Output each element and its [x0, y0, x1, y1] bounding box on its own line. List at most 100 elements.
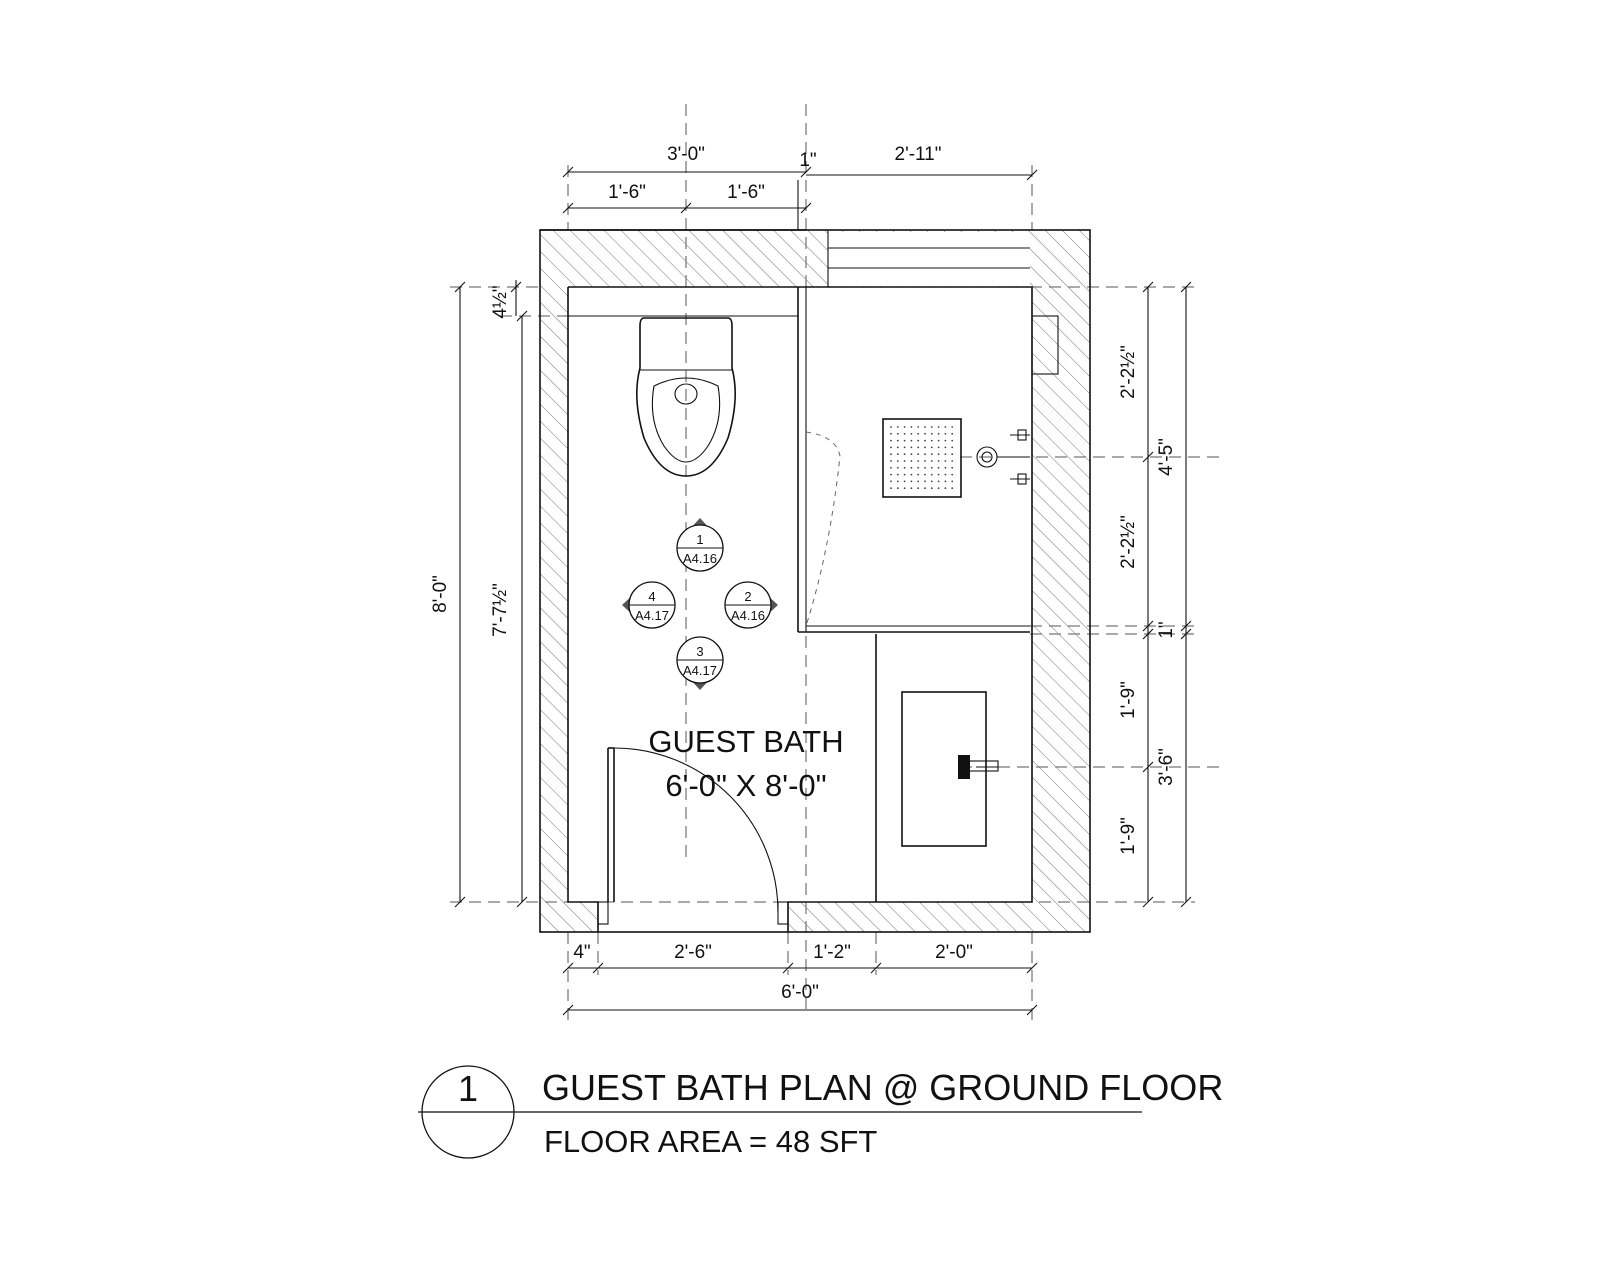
nozzle-dot	[930, 473, 933, 476]
nozzle-dot	[937, 426, 940, 428]
dim-bottom-d: 2'-0"	[935, 942, 973, 963]
dim-right-lower-a: 1'-9"	[1118, 681, 1139, 719]
dim-bottom-b: 2'-6"	[674, 942, 712, 963]
nozzle-dot	[930, 460, 933, 462]
nozzle-dot	[903, 439, 906, 442]
nozzle-dot	[896, 480, 899, 483]
nozzle-dot	[944, 487, 947, 490]
door-swing	[597, 747, 789, 925]
nozzle-dot	[910, 480, 913, 483]
nozzle-dot	[944, 432, 947, 435]
nozzle-dot	[924, 473, 926, 476]
dim-top-left-half: 1'-6"	[608, 182, 646, 203]
nozzle-dot	[951, 446, 954, 449]
nozzle-dot	[944, 426, 947, 428]
dim-right-upper-b: 2'-2½"	[1118, 515, 1139, 569]
dim-bottom-overall: 6'-0"	[781, 982, 819, 1003]
dim-right-upper-a: 2'-2½"	[1118, 345, 1139, 399]
dim-left-overall: 8'-0"	[430, 575, 451, 613]
nozzle-dot	[937, 473, 940, 476]
dim-right-gap: 1"	[1156, 621, 1177, 638]
nozzle-dot	[910, 473, 913, 476]
nozzle-dot	[917, 446, 920, 449]
shower-valve	[976, 429, 1030, 485]
nozzle-dot	[930, 487, 933, 490]
nozzle-dot	[944, 460, 947, 462]
nozzle-dot	[924, 426, 926, 428]
nozzle-dot	[917, 466, 920, 469]
elevation-tag-4-sheet: A4.17	[635, 608, 669, 623]
nozzle-dot	[903, 432, 906, 435]
shower-head-nozzles	[890, 426, 954, 490]
nozzle-dot	[910, 439, 913, 442]
nozzle-dot	[903, 426, 906, 428]
nozzle-dot	[890, 487, 892, 490]
nozzle-dot	[951, 466, 954, 469]
nozzle-dot	[896, 446, 899, 449]
nozzle-dot	[930, 446, 933, 449]
shower-enclosure	[797, 287, 1059, 633]
nozzle-dot	[896, 460, 899, 462]
nozzle-dot	[951, 480, 954, 483]
elevation-tag-4: 4 A4.17	[622, 581, 676, 629]
nozzle-dot	[924, 480, 926, 483]
dim-left-inner: 7'-7½"	[490, 583, 511, 637]
nozzle-dot	[903, 446, 906, 449]
elevation-tag-4-number: 4	[648, 589, 655, 604]
toilet-icon	[636, 317, 736, 477]
dim-top-right: 2'-11"	[895, 144, 942, 165]
nozzle-dot	[951, 432, 954, 435]
elevation-tag-3-sheet: A4.17	[683, 663, 717, 678]
nozzle-dot	[937, 439, 940, 442]
nozzle-dot	[896, 473, 899, 476]
plan-title: GUEST BATH PLAN @ GROUND FLOOR	[542, 1067, 1223, 1108]
nozzle-dot	[910, 446, 913, 449]
nozzle-dot	[903, 453, 906, 456]
dim-right-lower-b: 1'-9"	[1118, 817, 1139, 855]
nozzle-dot	[910, 432, 913, 435]
nozzle-dot	[890, 473, 892, 476]
nozzle-dot	[896, 426, 899, 428]
nozzle-dot	[890, 453, 892, 456]
nozzle-dot	[890, 466, 892, 469]
elevation-tag-2: 2 A4.16	[724, 581, 778, 629]
nozzle-dot	[951, 426, 954, 428]
nozzle-dot	[890, 446, 892, 449]
nozzle-dot	[890, 460, 892, 462]
dim-top-right-half: 1'-6"	[727, 182, 765, 203]
dim-bottom-c: 1'-2"	[813, 942, 851, 963]
elevation-tag-2-number: 2	[744, 589, 751, 604]
nozzle-dot	[896, 432, 899, 435]
nozzle-dot	[930, 426, 933, 428]
nozzle-dot	[930, 480, 933, 483]
nozzle-dot	[917, 487, 920, 490]
title-block: 1 GUEST BATH PLAN @ GROUND FLOOR FLOOR A…	[418, 1065, 1223, 1159]
nozzle-dot	[944, 473, 947, 476]
dim-top-overall: 3'-0"	[667, 144, 705, 165]
nozzle-dot	[951, 453, 954, 456]
nozzle-dot	[924, 487, 926, 490]
nozzle-dot	[944, 439, 947, 442]
nozzle-dot	[951, 439, 954, 442]
nozzle-dot	[930, 466, 933, 469]
shower-head	[882, 418, 962, 498]
nozzle-dot	[944, 480, 947, 483]
nozzle-dot	[924, 432, 926, 435]
nozzle-dot	[944, 466, 947, 469]
sink-basin	[901, 691, 987, 847]
nozzle-dot	[917, 439, 920, 442]
nozzle-dot	[917, 480, 920, 483]
nozzle-dot	[890, 480, 892, 483]
nozzle-dot	[896, 466, 899, 469]
nozzle-dot	[910, 460, 913, 462]
nozzle-dot	[896, 487, 899, 490]
nozzle-dot	[890, 439, 892, 442]
nozzle-dot	[924, 466, 926, 469]
nozzle-dot	[930, 432, 933, 435]
nozzle-dot	[930, 453, 933, 456]
dim-top-gap: 1"	[799, 150, 816, 171]
nozzle-dot	[937, 460, 940, 462]
shower-niche	[1031, 315, 1059, 375]
nozzle-dot	[917, 426, 920, 428]
